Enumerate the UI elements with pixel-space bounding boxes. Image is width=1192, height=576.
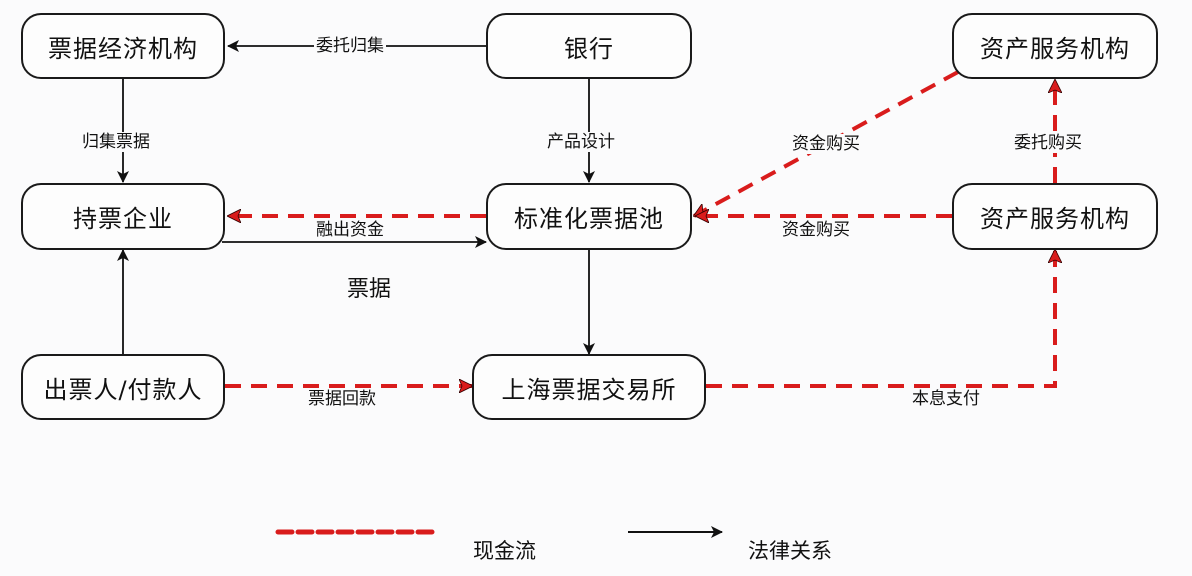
- legend-legal-relation-label: 法律关系: [748, 539, 832, 563]
- node-standard-pool-label: 标准化票据池: [514, 205, 664, 233]
- label-product-design: 产品设计: [545, 132, 617, 152]
- node-holding-enterprise-label: 持票企业: [73, 205, 173, 233]
- node-bill-agency: 票据经济机构: [21, 13, 225, 79]
- legend-cash-flow-label: 现金流: [473, 539, 536, 563]
- node-asset-service-top-label: 资产服务机构: [980, 34, 1130, 63]
- node-bill-agency-label: 票据经济机构: [48, 34, 198, 63]
- edge-exchange-to-asset-mid-cash: [706, 250, 1055, 388]
- node-standard-pool: 标准化票据池: [486, 183, 692, 250]
- label-collect-bills: 归集票据: [80, 132, 152, 152]
- node-shanghai-exchange: 上海票据交易所: [472, 354, 706, 420]
- label-principal-interest: 本息支付: [910, 389, 982, 409]
- label-entrust-purchase: 委托购买: [1012, 133, 1084, 153]
- node-drawer-payer: 出票人/付款人: [21, 354, 225, 420]
- label-bill-repayment: 票据回款: [306, 389, 378, 409]
- label-entrust-collect: 委托归集: [314, 36, 386, 56]
- node-bank-label: 银行: [564, 34, 614, 63]
- node-bank: 银行: [486, 13, 692, 79]
- node-asset-service-mid-label: 资产服务机构: [980, 205, 1130, 233]
- node-asset-service-mid: 资产服务机构: [952, 183, 1158, 250]
- node-asset-service-top: 资产服务机构: [952, 13, 1158, 79]
- label-fund-purchase-diagonal: 资金购买: [790, 134, 862, 154]
- label-bills: 票据: [347, 277, 392, 302]
- label-fund-purchase-horizontal: 资金购买: [780, 220, 852, 240]
- node-drawer-payer-label: 出票人/付款人: [43, 375, 203, 404]
- label-raise-funds: 融出资金: [314, 220, 386, 240]
- node-holding-enterprise: 持票企业: [21, 183, 225, 250]
- node-shanghai-exchange-label: 上海票据交易所: [501, 375, 677, 404]
